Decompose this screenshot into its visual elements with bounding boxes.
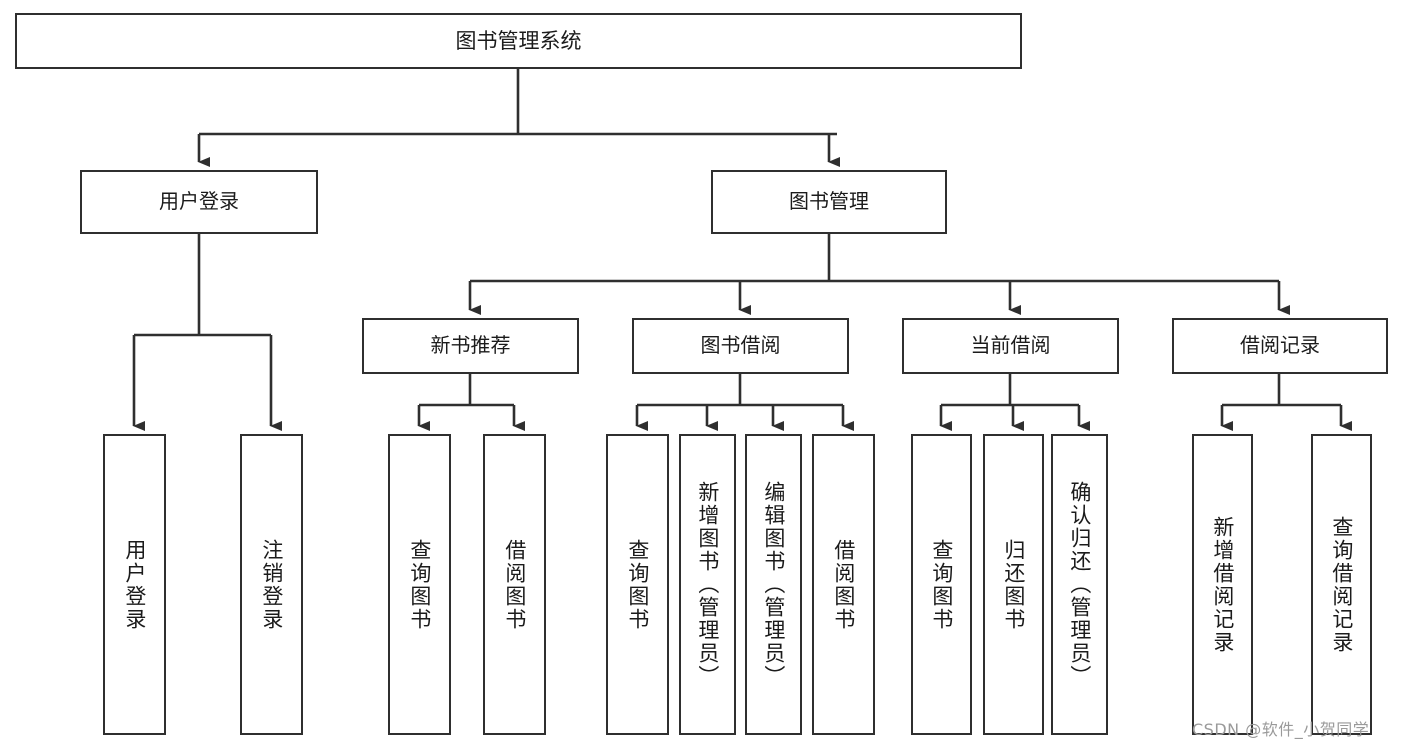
leaf-add-borrow-record[interactable]: 新增借阅记录 <box>1192 434 1253 735</box>
node-root-label: 图书管理系统 <box>455 28 582 53</box>
leaf-borrow-book[interactable]: 借阅图书 <box>812 434 875 735</box>
leaf-logout[interactable]: 注销登录 <box>240 434 303 735</box>
leaf-query-book-newbook[interactable]: 查询图书 <box>388 434 451 735</box>
node-new-book-recommend-label: 新书推荐 <box>430 333 511 358</box>
node-user-login-label: 用户登录 <box>159 189 239 214</box>
leaf-add-borrow-record-label: 新增借阅记录 <box>1210 515 1235 654</box>
leaf-query-borrow-record[interactable]: 查询借阅记录 <box>1311 434 1372 735</box>
leaf-logout-label: 注销登录 <box>259 538 284 631</box>
leaf-borrow-book-newbook-label: 借阅图书 <box>502 538 527 631</box>
node-borrow-record-label: 借阅记录 <box>1240 333 1320 358</box>
node-current-borrow-label: 当前借阅 <box>970 333 1051 358</box>
leaf-edit-book-admin-label: 编辑图书（管理员） <box>761 481 786 688</box>
watermark-text: CSDN @软件_小贺同学 <box>1192 720 1370 739</box>
node-book-management[interactable]: 图书管理 <box>711 170 947 234</box>
leaf-query-book-current[interactable]: 查询图书 <box>911 434 972 735</box>
node-current-borrow[interactable]: 当前借阅 <box>902 318 1119 374</box>
leaf-borrow-book-newbook[interactable]: 借阅图书 <box>483 434 546 735</box>
node-book-borrow[interactable]: 图书借阅 <box>632 318 849 374</box>
leaf-user-login[interactable]: 用户登录 <box>103 434 166 735</box>
leaf-user-login-label: 用户登录 <box>122 538 147 631</box>
leaf-add-book-admin[interactable]: 新增图书（管理员） <box>679 434 736 735</box>
leaf-add-book-admin-label: 新增图书（管理员） <box>695 481 720 688</box>
leaf-return-book-label: 归还图书 <box>1001 538 1026 631</box>
node-book-management-label: 图书管理 <box>789 189 869 214</box>
leaf-query-book-borrow[interactable]: 查询图书 <box>606 434 669 735</box>
leaf-edit-book-admin[interactable]: 编辑图书（管理员） <box>745 434 802 735</box>
leaf-confirm-return-admin[interactable]: 确认归还（管理员） <box>1051 434 1108 735</box>
leaf-query-book-current-label: 查询图书 <box>929 538 954 631</box>
leaf-query-book-newbook-label: 查询图书 <box>407 538 432 631</box>
leaf-query-book-borrow-label: 查询图书 <box>625 538 650 631</box>
node-borrow-record[interactable]: 借阅记录 <box>1172 318 1388 374</box>
node-new-book-recommend[interactable]: 新书推荐 <box>362 318 579 374</box>
leaf-confirm-return-admin-label: 确认归还（管理员） <box>1067 481 1092 688</box>
node-user-login[interactable]: 用户登录 <box>80 170 318 234</box>
leaf-return-book[interactable]: 归还图书 <box>983 434 1044 735</box>
node-root[interactable]: 图书管理系统 <box>15 13 1022 69</box>
leaf-query-borrow-record-label: 查询借阅记录 <box>1329 515 1354 654</box>
node-book-borrow-label: 图书借阅 <box>700 333 781 358</box>
leaf-borrow-book-label: 借阅图书 <box>831 538 856 631</box>
